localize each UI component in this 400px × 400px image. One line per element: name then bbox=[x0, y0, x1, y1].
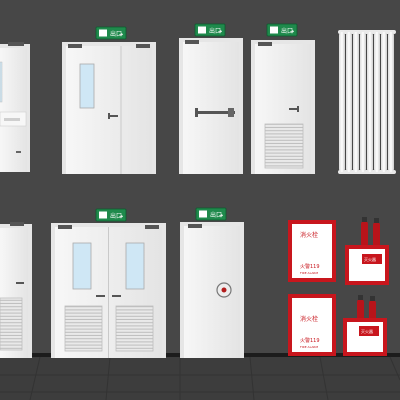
single-door-louver-top bbox=[251, 40, 315, 174]
exit-sign-bottom-left: 出口 ➔ bbox=[95, 208, 127, 222]
extinguisher-box-bottom: 灭火器 bbox=[343, 295, 387, 356]
hydrant-cabinet-top: 消火栓 火警119 FIRE ALARM bbox=[288, 220, 336, 282]
exit-arrow-icon: ➔ bbox=[290, 29, 294, 35]
single-door-panic-bar bbox=[179, 38, 243, 174]
extinguisher-box-top: 灭火器 bbox=[345, 217, 389, 285]
exit-sign-top-middle: 出口 ➔ bbox=[194, 23, 226, 37]
alarm-label: 火警119 bbox=[300, 263, 320, 270]
hydrant-cabinet-bottom: 消火栓 火警119 FIRE ALARM bbox=[288, 294, 336, 356]
exit-sign-text: 出口 bbox=[110, 212, 122, 220]
hydrant-label: 消火栓 bbox=[300, 315, 318, 323]
exit-sign-text: 出口 bbox=[209, 27, 221, 35]
double-door-glass-top bbox=[62, 42, 156, 174]
extinguisher-label: 灭火器 bbox=[364, 257, 376, 262]
extinguisher-label: 灭火器 bbox=[361, 329, 373, 334]
alarm-label: 火警119 bbox=[300, 337, 320, 344]
door-partial-left-bottom bbox=[0, 222, 32, 358]
exit-sign-text: 出口 bbox=[281, 27, 293, 35]
exit-arrow-icon: ➔ bbox=[119, 214, 123, 220]
exit-sign-top-right: 出口 ➔ bbox=[266, 23, 298, 37]
single-door-round-lock bbox=[180, 222, 244, 358]
floor bbox=[0, 353, 400, 400]
exit-arrow-icon: ➔ bbox=[218, 29, 222, 35]
radiator bbox=[338, 30, 396, 174]
hydrant-label: 消火栓 bbox=[300, 231, 318, 239]
exit-sign-top-left: 出口 ➔ bbox=[95, 26, 127, 40]
alarm-sub-label: FIRE ALARM bbox=[300, 271, 318, 275]
double-door-glass-louver bbox=[51, 223, 166, 358]
exit-arrow-icon: ➔ bbox=[119, 32, 123, 38]
exit-sign-bottom-middle: 出口 ➔ bbox=[195, 207, 227, 221]
alarm-sub-label: FIRE ALARM bbox=[300, 345, 318, 349]
exit-sign-text: 出口 bbox=[110, 30, 122, 38]
door-partial-left-top bbox=[0, 42, 30, 172]
exit-sign-text: 出口 bbox=[210, 211, 222, 219]
exit-arrow-icon: ➔ bbox=[219, 213, 223, 219]
